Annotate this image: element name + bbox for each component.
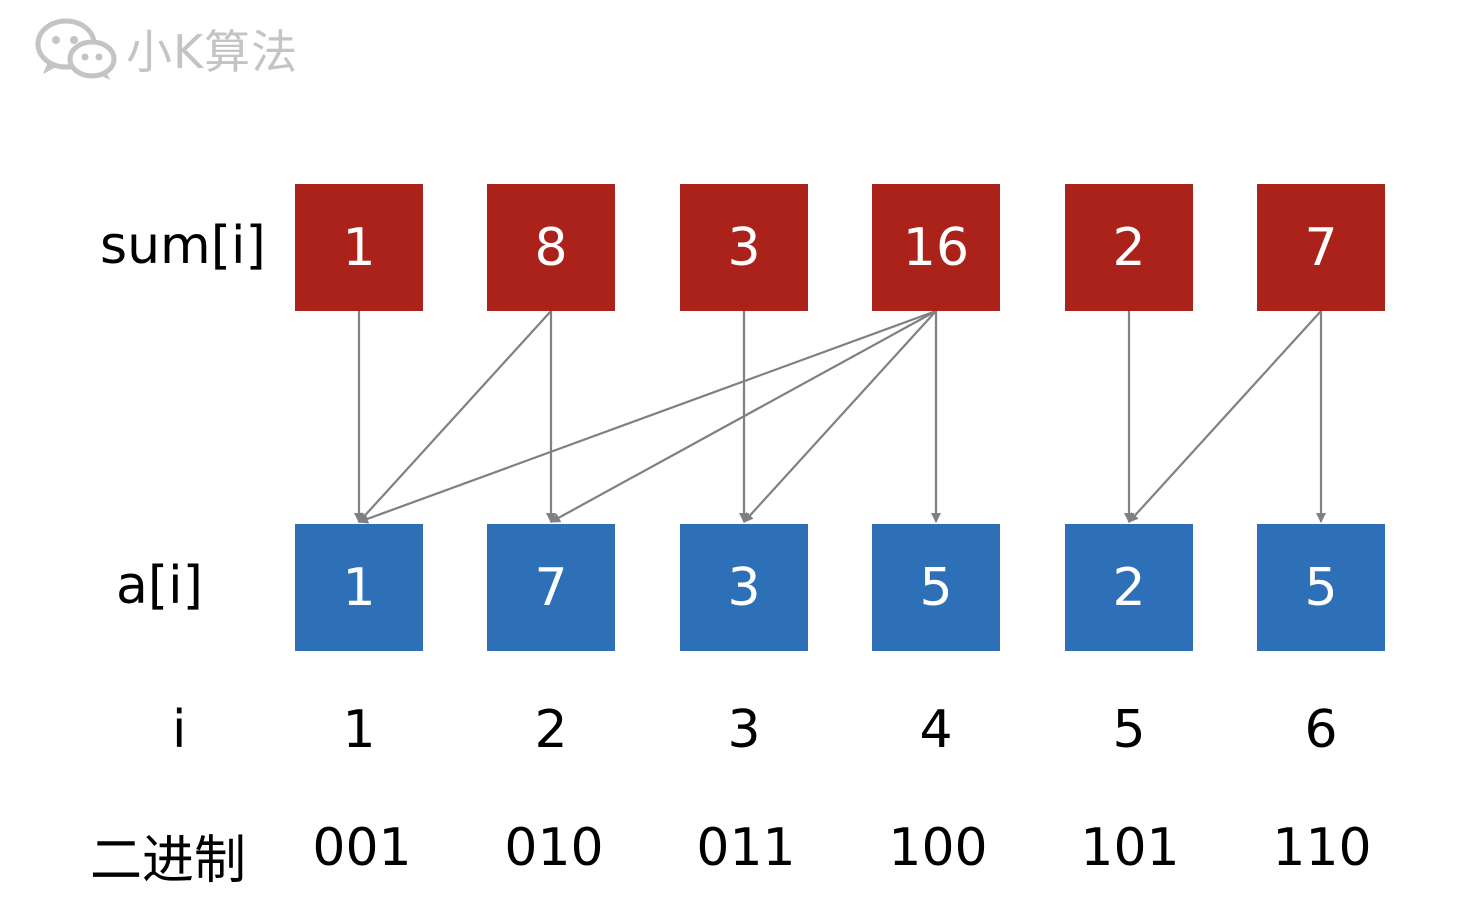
index-value: 2 [534, 700, 568, 760]
index-value: 3 [727, 700, 761, 760]
row-label-sum: sum[i] [100, 216, 266, 276]
sum-value: 7 [1304, 217, 1338, 278]
sum-value: 3 [727, 217, 761, 278]
a-value: 5 [919, 557, 953, 618]
a-box-5: 2 [1065, 524, 1193, 651]
index-value: 5 [1112, 700, 1146, 760]
a-box-6: 5 [1257, 524, 1385, 651]
sum-box-4: 16 [872, 184, 1000, 311]
sum-box-2: 8 [487, 184, 615, 311]
a-value: 7 [534, 557, 568, 618]
index-value: 1 [342, 700, 376, 760]
row-label-a: a[i] [116, 556, 203, 616]
arrow-sum-4-to-a-3 [743, 310, 937, 523]
index-value: 4 [919, 700, 953, 760]
sum-box-6: 7 [1257, 184, 1385, 311]
binary-value: 001 [312, 818, 412, 878]
sum-value: 8 [534, 217, 568, 278]
watermark: 小K算法 [34, 14, 298, 84]
sum-value: 1 [342, 217, 376, 278]
binary-value: 101 [1080, 818, 1180, 878]
sum-box-1: 1 [295, 184, 423, 311]
a-value: 1 [342, 557, 376, 618]
watermark-text: 小K算法 [126, 25, 299, 79]
a-box-3: 3 [680, 524, 808, 651]
sum-box-5: 2 [1065, 184, 1193, 311]
sum-value: 2 [1112, 217, 1146, 278]
arrow-sum-6-to-a-5 [1128, 310, 1322, 523]
row-label-binary: 二进制 [90, 831, 247, 891]
a-box-1: 1 [295, 524, 423, 651]
a-value: 2 [1112, 557, 1146, 618]
wechat-icon [35, 18, 117, 80]
binary-value: 110 [1272, 818, 1372, 878]
a-value: 3 [727, 557, 761, 618]
index-value: 6 [1304, 700, 1338, 760]
arrow-sum-2-to-a-1 [358, 310, 552, 523]
binary-value: 010 [504, 818, 604, 878]
row-label-i: i [172, 700, 187, 760]
a-box-4: 5 [872, 524, 1000, 651]
a-box-2: 7 [487, 524, 615, 651]
a-value: 5 [1304, 557, 1338, 618]
arrow-sum-4-to-a-1 [358, 309, 937, 524]
edge-group [354, 309, 1326, 524]
arrow-sum-4-to-a-2 [550, 310, 937, 523]
binary-value: 100 [888, 818, 988, 878]
binary-value: 011 [696, 818, 796, 878]
sum-box-3: 3 [680, 184, 808, 311]
sum-value: 16 [902, 217, 970, 278]
